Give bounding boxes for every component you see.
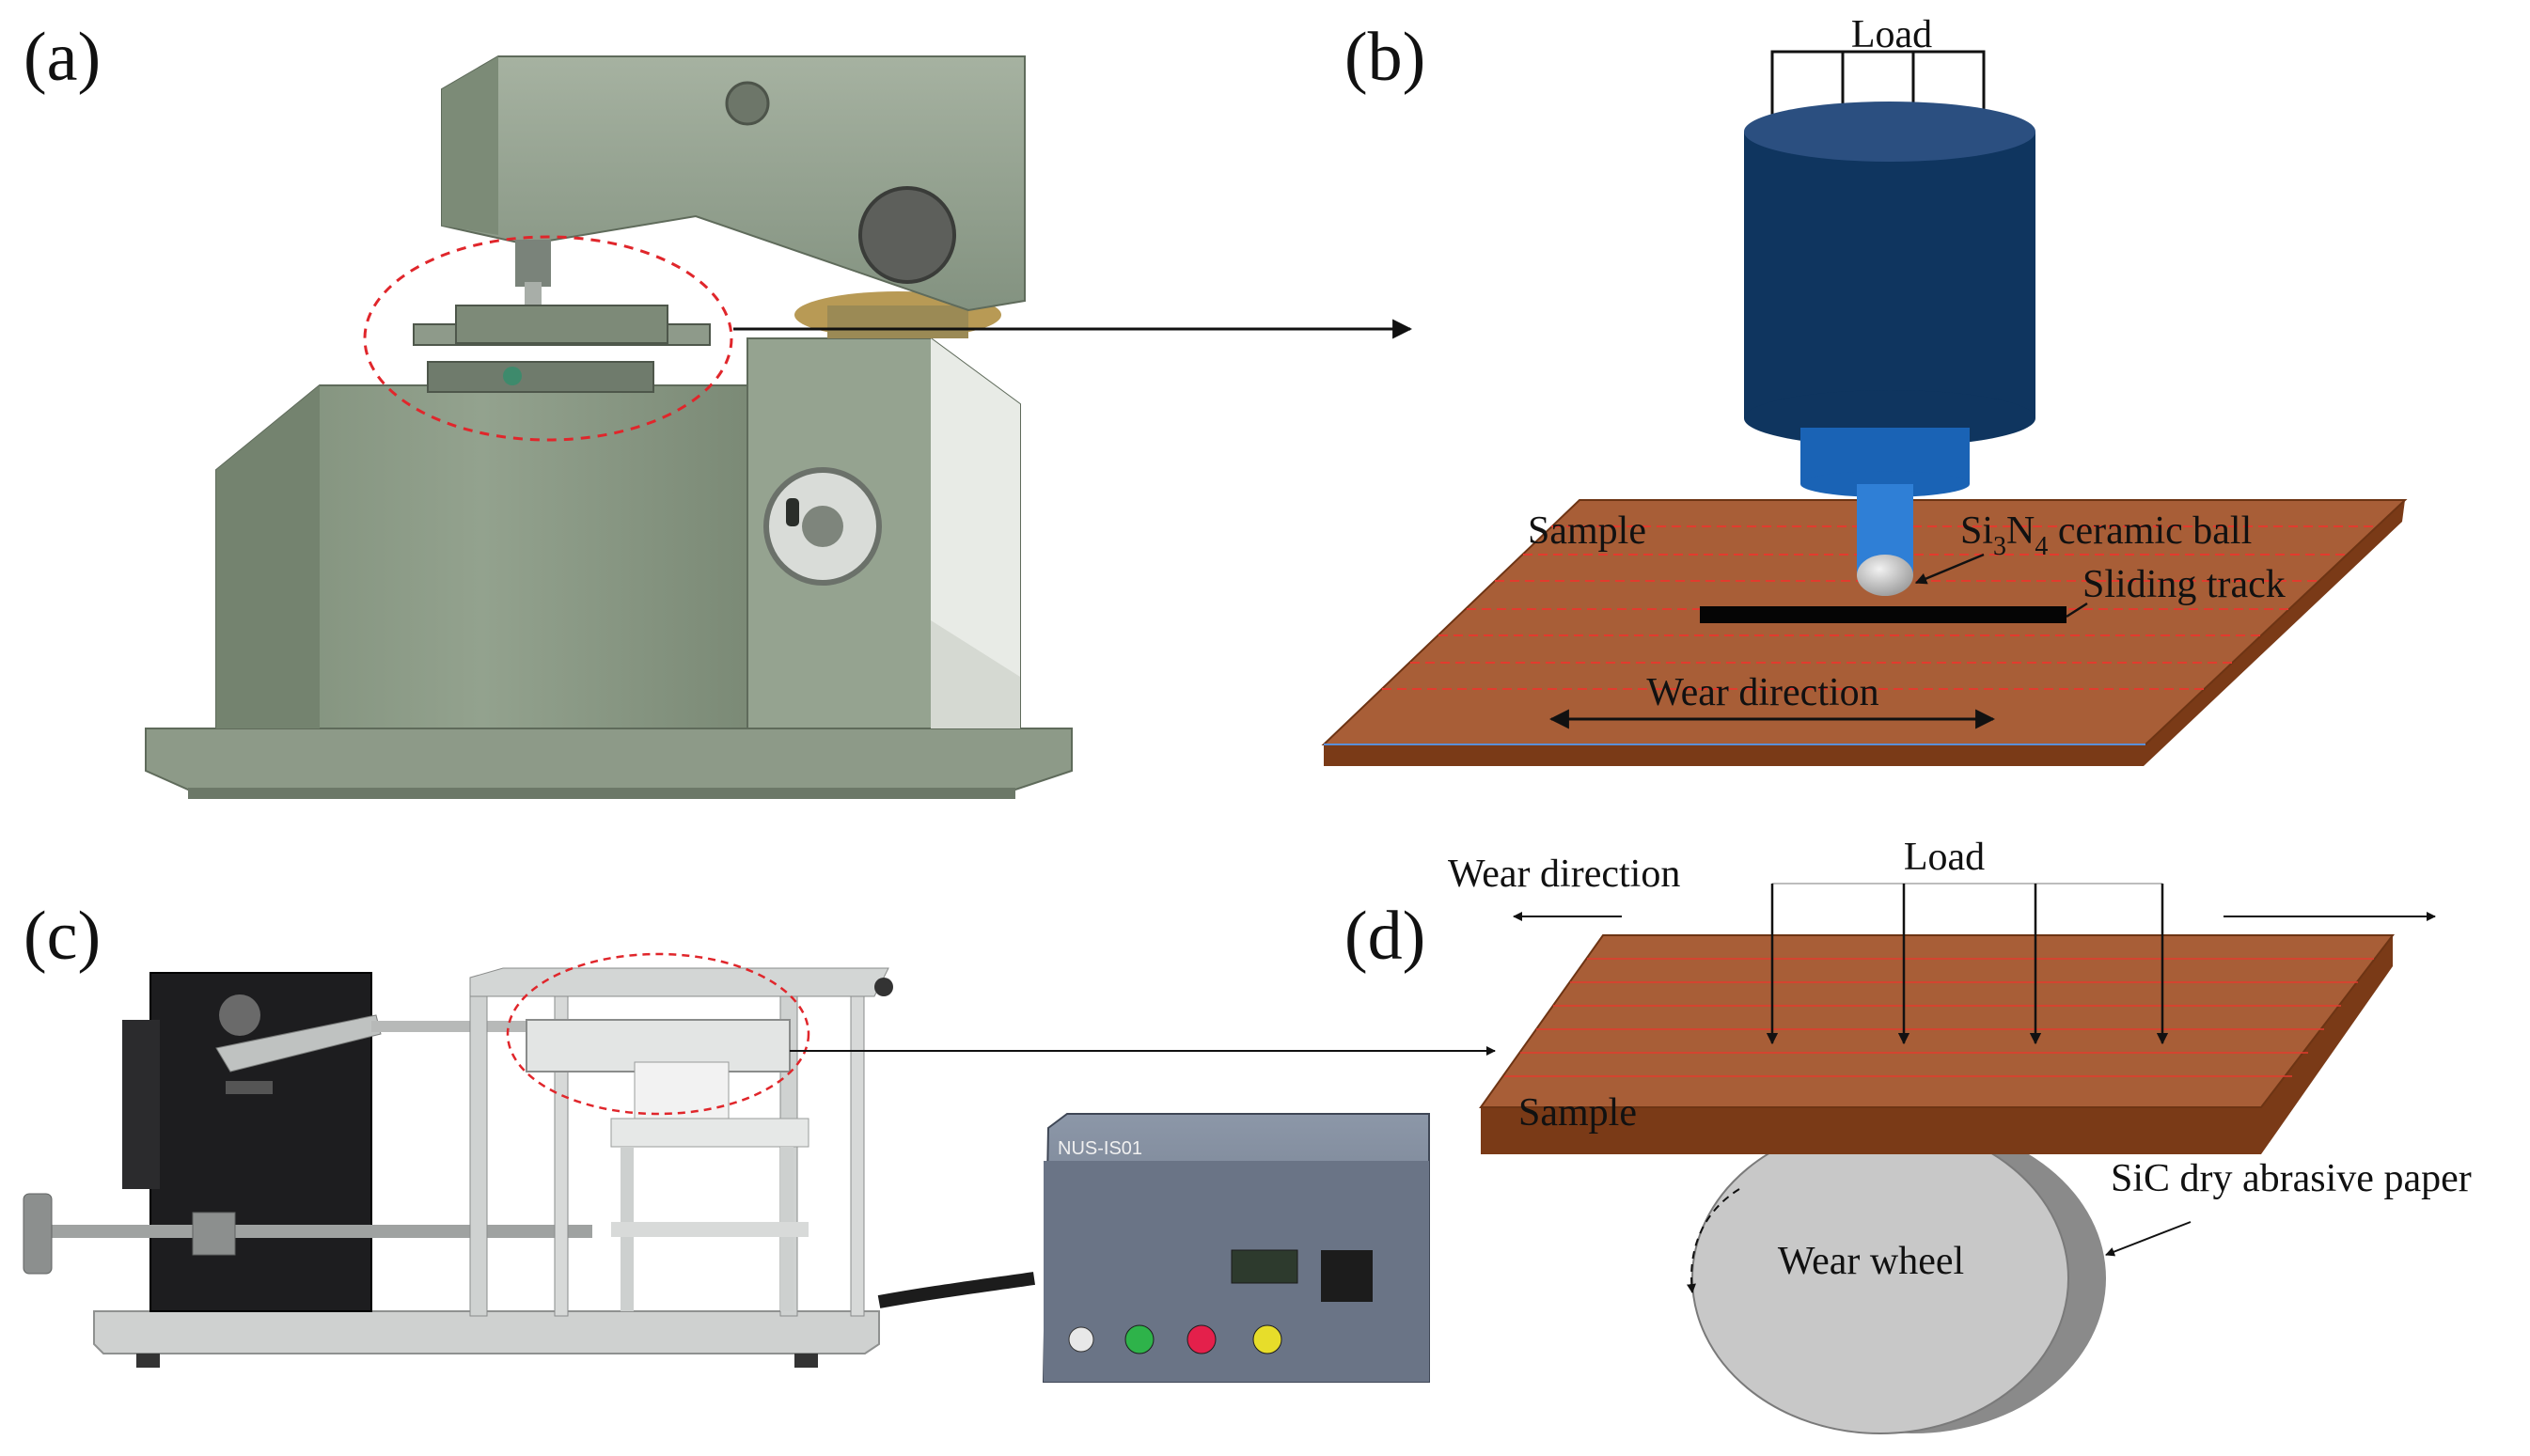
tester-base-foot	[188, 788, 1015, 799]
panel-d-label: (d)	[1344, 898, 1425, 975]
wear-direction-label-d: Wear direction	[1448, 853, 1680, 896]
sample-plate-d-lines	[1504, 958, 2374, 1077]
load-arrows-d	[1766, 884, 2169, 1045]
controller-temp-panel	[1321, 1250, 1373, 1302]
pin-cylinder-body	[1744, 132, 2035, 418]
abrasion-carriage	[610, 1118, 809, 1148]
abrasion-highlight-circle	[506, 952, 810, 1116]
panel-a: (a)	[24, 19, 1413, 799]
abrasion-top-knob	[874, 978, 893, 996]
ball-on-plate-tester	[145, 55, 1073, 799]
tester-left-housing-side	[216, 385, 320, 728]
tester-pedestal-panel	[931, 338, 1020, 728]
tester-pedestal-bevel	[931, 620, 1020, 728]
abrasion-crank-hub	[219, 994, 260, 1036]
controller-display	[1231, 1249, 1298, 1284]
tester-handwheel-handle	[786, 498, 799, 526]
pin-assembly	[1744, 102, 2035, 596]
wear-direction-label-b: Wear direction	[1646, 671, 1878, 714]
wear-wheel	[1691, 1122, 2106, 1434]
ceramic-ball-pointer	[1914, 553, 1985, 585]
sample-label-b: Sample	[1528, 509, 1646, 553]
abrasive-paper-label: SiC dry abrasive paper	[2111, 1157, 2472, 1200]
tester-stage-base	[427, 361, 654, 393]
controller-model-label: NUS-IS01	[1058, 1138, 1142, 1159]
tester-weight-disc	[858, 186, 956, 284]
abrasion-motor-side	[122, 1020, 160, 1189]
tester-handwheel-hub	[802, 506, 843, 547]
abrasion-crank-arm	[215, 1014, 382, 1072]
tester-base-plate	[145, 728, 1073, 791]
pin-cylinder-top	[1744, 102, 2035, 162]
tester-knob	[725, 81, 770, 126]
tester-upper-arm-side	[442, 56, 498, 235]
abrasion-tester	[23, 952, 1035, 1368]
panel-a-label: (a)	[24, 19, 101, 96]
panel-b: (b) Load Sample	[1321, 13, 2408, 766]
sliding-track	[1700, 606, 2066, 623]
abrasion-controller: NUS-IS01	[1042, 1113, 1430, 1383]
abrasion-wheel-cover	[634, 1061, 730, 1119]
abrasion-shaft-wheel	[23, 1193, 53, 1275]
controller-button-white	[1068, 1326, 1094, 1353]
abrasion-cable	[877, 1272, 1035, 1308]
abrasion-post-1	[469, 977, 488, 1317]
tester-spindle	[515, 240, 551, 287]
abrasion-shaft-weight	[192, 1212, 236, 1256]
abrasion-carriage-shelf	[611, 1222, 809, 1237]
tester-sample-clamp	[455, 305, 668, 344]
tester-stage-knob	[503, 367, 522, 385]
load-label-d: Load	[1904, 836, 1985, 879]
wheel-rotation-arrow	[1687, 1188, 1740, 1293]
wear-wheel-label: Wear wheel	[1778, 1240, 1964, 1283]
sample-label-d: Sample	[1518, 1091, 1637, 1135]
sliding-track-pointer	[2066, 602, 2088, 618]
sample-plate-d	[1479, 934, 2396, 1154]
ceramic-ball	[1857, 555, 1913, 596]
abrasive-paper-pointer	[2105, 1221, 2192, 1257]
abrasion-base	[93, 1310, 880, 1354]
panel-b-label: (b)	[1344, 19, 1425, 96]
abrasion-motor-badge	[226, 1081, 273, 1094]
abrasion-top-frame	[469, 967, 889, 997]
sliding-track-label: Sliding track	[2082, 563, 2286, 606]
abrasion-foot-right	[794, 1354, 818, 1368]
abrasion-post-4	[850, 995, 865, 1317]
controller-button-green	[1124, 1324, 1155, 1354]
ceramic-ball-label: Si3N4 ceramic ball	[1960, 509, 2252, 561]
panel-d: (d) Wear direction Load Wear wheel	[1344, 836, 2472, 1434]
controller-button-red	[1186, 1324, 1217, 1354]
load-label-b: Load	[1851, 13, 1932, 56]
tester-column-collar	[827, 305, 968, 338]
abrasion-foot-left	[136, 1354, 160, 1368]
panel-c: (c)	[23, 898, 1496, 1383]
panel-c-label: (c)	[24, 898, 101, 975]
controller-button-yellow	[1252, 1324, 1282, 1354]
tester-highlight-circle	[363, 235, 733, 442]
sample-plate-d-top	[1479, 934, 2396, 1108]
